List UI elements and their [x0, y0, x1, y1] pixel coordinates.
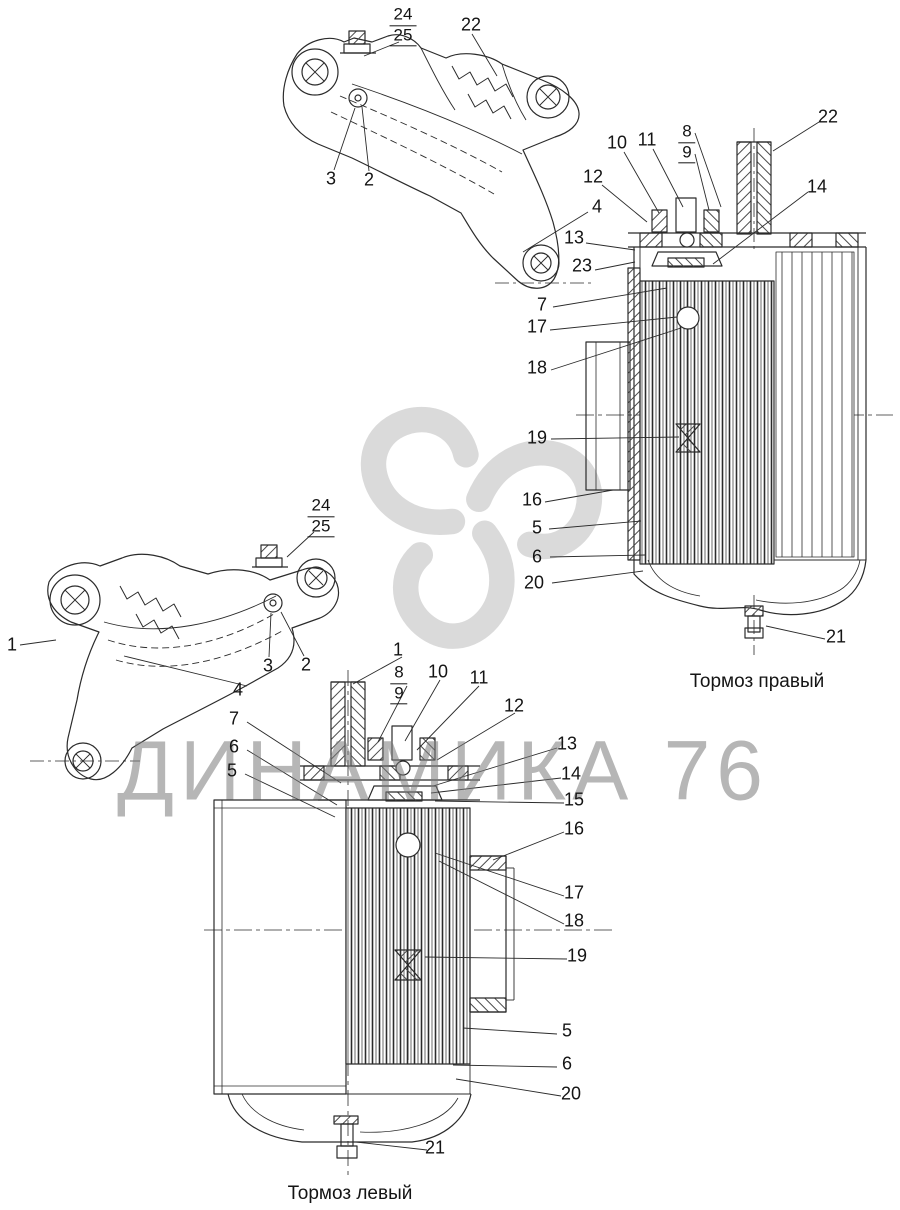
callout-25-top-caliper: 25	[389, 25, 417, 47]
callout-6-top-left-brake: 6	[228, 736, 240, 757]
callout-24-25-top-caliper: 24 25	[389, 5, 417, 47]
callout-19-right-brake: 19	[526, 427, 548, 448]
callout-22-top-caliper: 22	[460, 14, 482, 35]
callout-2-top-caliper: 2	[363, 169, 375, 190]
callout-18-right-brake: 18	[526, 357, 548, 378]
callout-10-left-brake: 10	[427, 661, 449, 682]
callout-2-left-caliper: 2	[300, 654, 312, 675]
left-brake-drawing	[204, 656, 614, 1175]
callout-15-left-brake: 15	[563, 789, 585, 810]
callout-24-left-caliper: 24	[307, 496, 335, 517]
callout-23-right-brake: 23	[571, 255, 593, 276]
callout-8-left-brake: 8	[390, 663, 408, 684]
callout-18-left-brake: 18	[563, 910, 585, 931]
callout-5-right-brake: 5	[531, 517, 543, 538]
callout-14-left-brake: 14	[560, 763, 582, 784]
callout-5-top-left-brake: 5	[226, 760, 238, 781]
callout-12-left-brake: 12	[503, 695, 525, 716]
callout-9-right-brake: 9	[678, 142, 696, 164]
callout-7-left-brake: 7	[228, 708, 240, 729]
watermark-swirl-logo	[357, 402, 603, 652]
callout-19-left-brake: 19	[566, 945, 588, 966]
callout-6-right-brake: 6	[531, 546, 543, 567]
callout-8-right-brake: 8	[678, 122, 696, 143]
callout-17-left-brake: 17	[563, 882, 585, 903]
callout-20-left-brake: 20	[560, 1083, 582, 1104]
callout-4-top-caliper: 4	[591, 196, 603, 217]
callout-24-25-left-caliper: 24 25	[307, 496, 335, 538]
watermark-text: ДИНАМИКА 76	[116, 723, 770, 818]
callout-12-right-brake: 12	[582, 166, 604, 187]
left-caliper-drawing	[19, 531, 340, 781]
callout-10-right-brake: 10	[606, 132, 628, 153]
callout-11-right-brake: 11	[637, 129, 657, 150]
callout-16-left-brake: 16	[563, 818, 585, 839]
callout-5-left-brake: 5	[561, 1020, 573, 1041]
callout-9-left-brake: 9	[390, 683, 408, 705]
callout-13-left-brake: 13	[556, 733, 578, 754]
callout-17-right-brake: 17	[526, 316, 548, 337]
callout-8-9-right-brake: 8 9	[678, 122, 696, 164]
callout-7-right-brake: 7	[536, 294, 548, 315]
callout-21-right-brake: 21	[825, 626, 847, 647]
callout-1-left-brake: 1	[392, 639, 404, 660]
callout-3-top-caliper: 3	[325, 168, 337, 189]
callout-16-right-brake: 16	[521, 489, 543, 510]
callout-3-left-caliper: 3	[262, 655, 274, 676]
callout-22-right-brake: 22	[817, 106, 839, 127]
callout-11-left-brake: 11	[469, 667, 489, 688]
caption-left-brake: Тормоз левый	[287, 1183, 413, 1204]
callout-21-left-brake: 21	[424, 1137, 446, 1158]
callout-25-left-caliper: 25	[307, 516, 335, 538]
callout-13-right-brake: 13	[563, 227, 585, 248]
right-brake-drawing	[544, 121, 893, 655]
caption-right-brake: Тормоз правый	[689, 671, 825, 692]
callout-6-left-brake: 6	[561, 1053, 573, 1074]
top-caliper-drawing	[282, 30, 592, 289]
callout-8-9-left-brake: 8 9	[390, 663, 408, 705]
callout-20-right-brake: 20	[523, 572, 545, 593]
callout-24-top-caliper: 24	[389, 5, 417, 26]
callout-1-left-caliper: 1	[6, 634, 18, 655]
callout-14-right-brake: 14	[806, 176, 828, 197]
callout-4-left-caliper: 4	[232, 679, 244, 700]
